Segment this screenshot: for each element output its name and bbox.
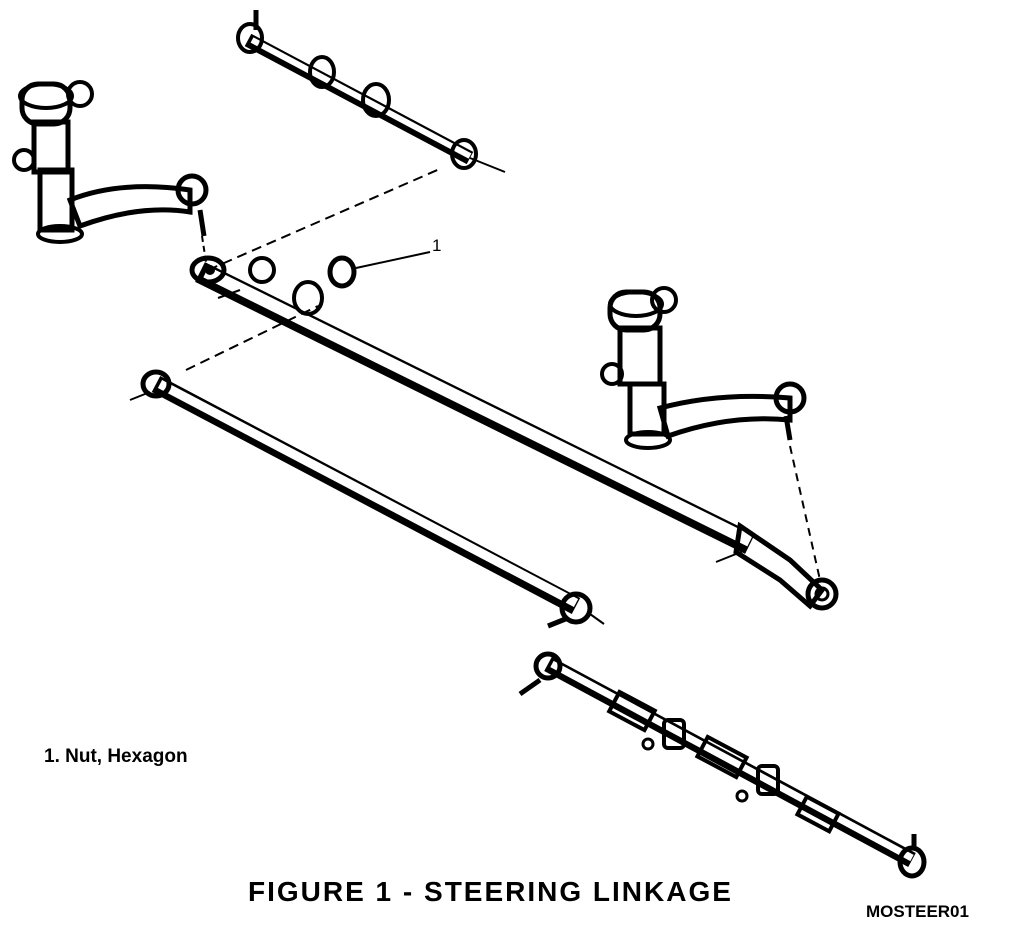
center-link (189, 255, 839, 611)
callout-number-1: 1 (432, 236, 442, 255)
legend-item-nut-hexagon: 1. Nut, Hexagon (44, 746, 188, 767)
figure-code: MOSTEER01 (866, 902, 969, 921)
figure-caption: FIGURE 1 - STEERING LINKAGE (248, 876, 733, 907)
alignment-lines (185, 167, 821, 581)
left-idler-arm (12, 80, 209, 244)
right-idler-arm (600, 286, 807, 450)
upper-tie-rod (236, 10, 506, 173)
hex-nut (327, 251, 431, 289)
lower-tie-rod (129, 369, 605, 629)
adjustable-tie-rod (518, 651, 927, 879)
